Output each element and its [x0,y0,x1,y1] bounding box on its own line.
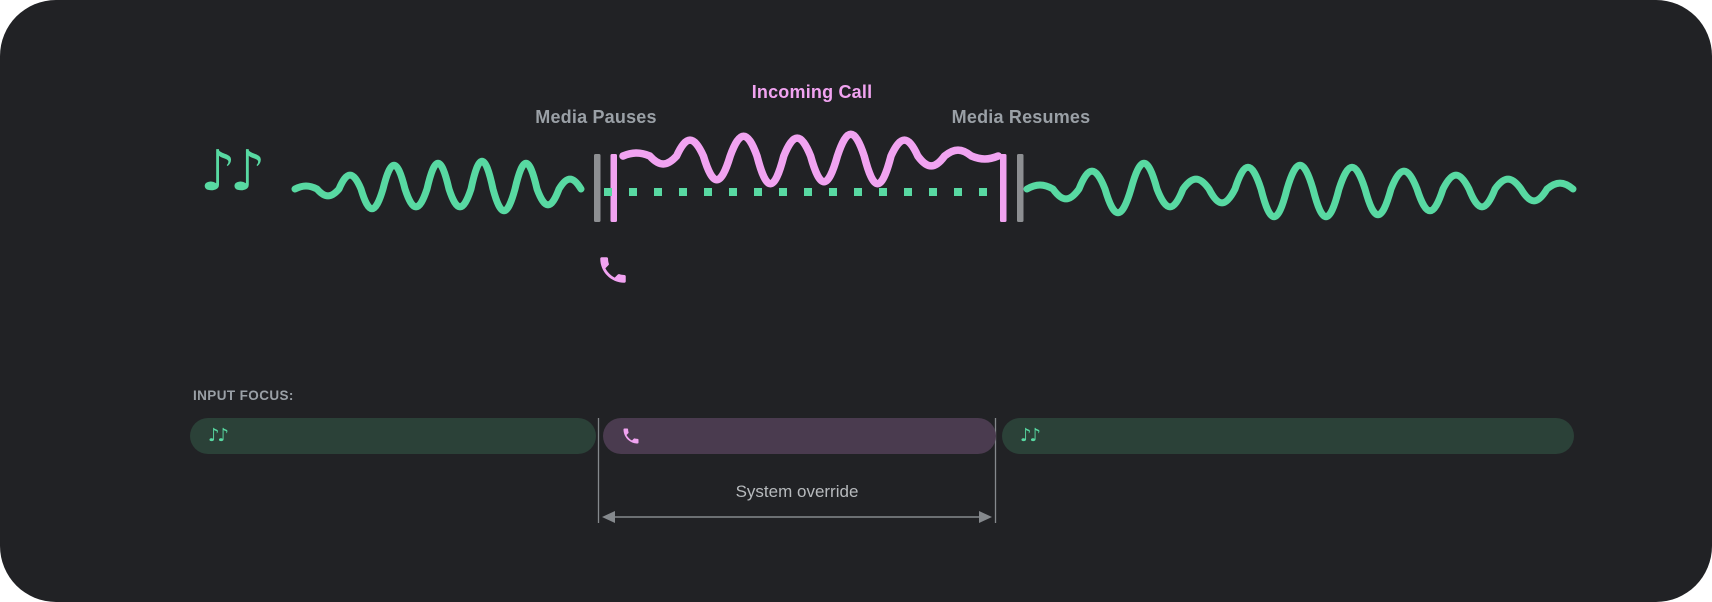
call-end-marker-pink [1000,154,1007,222]
phone-icon [621,426,641,446]
media-resumes-label: Media Resumes [951,107,1091,127]
override-range-arrow [602,511,992,523]
music-notes-icon: ♪♪ [200,139,266,204]
call-waveform [619,130,1002,188]
media-resume-marker-gray [1017,154,1024,222]
focus-bar-call [603,418,996,454]
music-notes-icon: ♪♪ [208,425,229,446]
phone-icon [596,253,630,287]
input-focus-heading: INPUT FOCUS: [193,388,294,403]
media-waveform [1023,160,1577,221]
focus-bar-media-before: ♪♪ [190,418,596,454]
incoming-call-label: Incoming Call [751,82,873,102]
media-waveform [291,157,585,214]
call-start-marker-pink [610,154,617,222]
focus-bar-media-after: ♪♪ [1002,418,1574,454]
media-pauses-label: Media Pauses [535,107,657,127]
music-notes-icon: ♪♪ [1020,425,1041,446]
waveform-layer [291,130,1577,221]
system-override-label: System override [735,482,859,501]
media-pause-marker-gray [594,154,601,222]
